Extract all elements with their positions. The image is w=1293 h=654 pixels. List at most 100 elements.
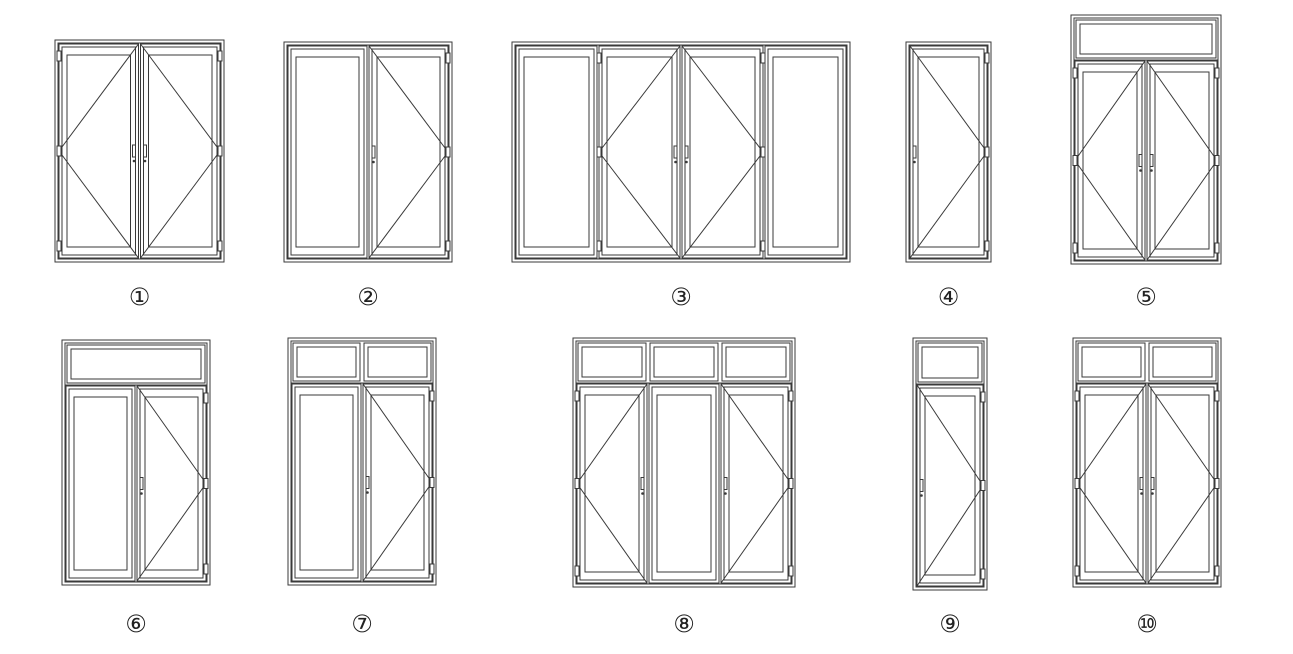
- outer-frame: [912, 337, 988, 591]
- hinge-icon: [1214, 390, 1220, 402]
- sash-inner: [68, 388, 133, 579]
- sash-fixed: [287, 45, 368, 259]
- sash-frame: [515, 45, 598, 259]
- hinge-icon: [203, 478, 209, 489]
- outer-frame: [287, 337, 437, 586]
- sash-frame: [287, 45, 368, 259]
- sash-inner: [290, 48, 365, 256]
- sash-open-left: [574, 383, 648, 584]
- handle-icon: [371, 145, 376, 159]
- sash-inner: [723, 386, 789, 581]
- opening-line: [1146, 60, 1218, 161]
- glass-panel: [523, 56, 590, 248]
- sash-inner: [1077, 63, 1143, 258]
- keyhole-icon: [685, 160, 688, 164]
- window-10: [1072, 337, 1222, 588]
- glass-panel: [1155, 394, 1210, 573]
- window-number-label: ⑥: [125, 610, 147, 638]
- hinge-icon: [203, 392, 209, 404]
- hinge-icon: [56, 240, 62, 252]
- inner-frame: [1073, 17, 1219, 262]
- hinge-icon: [788, 478, 794, 489]
- glass-panel: [1082, 71, 1138, 250]
- outer-frame: [1070, 14, 1222, 265]
- hinge-icon: [760, 52, 766, 64]
- transom-glass: [296, 346, 357, 378]
- outer-frame: [905, 41, 992, 263]
- keyhole-icon: [372, 160, 375, 164]
- hinge-icon: [596, 52, 602, 64]
- sash-open-right: [368, 45, 451, 259]
- window-1: [54, 39, 225, 263]
- transom-pane: [577, 342, 647, 382]
- sash-frame: [58, 43, 139, 259]
- opening-line: [1147, 483, 1218, 584]
- glass-panel: [656, 394, 712, 573]
- opening-line: [598, 45, 681, 153]
- sash-inner: [1149, 63, 1215, 258]
- outer-frame: [572, 337, 796, 588]
- sash-frame: [291, 383, 362, 582]
- handle-icon: [640, 477, 645, 490]
- sash-open-right: [140, 43, 223, 259]
- outer-frame: [283, 41, 453, 263]
- handle-icon: [1149, 154, 1154, 167]
- hinge-icon: [445, 52, 451, 64]
- sash-open-right: [720, 383, 794, 584]
- glass-panel: [584, 394, 640, 573]
- transom-pane: [1077, 342, 1146, 382]
- hinge-icon: [429, 390, 435, 402]
- hinge-icon: [980, 391, 986, 403]
- sash-frame: [136, 385, 207, 582]
- sash-frame: [916, 384, 984, 587]
- inner-frame: [514, 44, 848, 260]
- sash-inner: [365, 386, 430, 579]
- transom-glass: [70, 348, 202, 380]
- transom-pane: [1148, 342, 1217, 382]
- transom-glass: [653, 346, 715, 378]
- opening-line: [140, 150, 221, 259]
- glass-panel: [144, 396, 199, 571]
- hinge-icon: [574, 478, 580, 489]
- sash-fixed: [648, 383, 720, 584]
- window-2: [283, 41, 453, 263]
- glass-panel: [73, 396, 128, 571]
- opening-line: [136, 385, 207, 484]
- sash-inner: [651, 386, 717, 581]
- inner-frame: [915, 340, 985, 588]
- transom-pane: [363, 342, 432, 382]
- handle-icon: [919, 479, 924, 492]
- keyhole-icon: [143, 159, 147, 163]
- glass-panel: [66, 54, 131, 248]
- handle-icon: [139, 477, 144, 490]
- window-number-label: ②: [357, 283, 379, 311]
- opening-line: [368, 45, 449, 153]
- hinge-icon: [1214, 242, 1220, 254]
- opening-line: [598, 151, 681, 259]
- sash-open-right: [681, 45, 766, 259]
- glass-panel: [299, 394, 354, 571]
- opening-line: [1147, 383, 1218, 484]
- window-5: [1070, 14, 1222, 265]
- opening-line: [140, 43, 221, 152]
- keyhole-icon: [724, 492, 727, 495]
- handle-icon: [912, 145, 917, 159]
- inner-frame: [286, 44, 450, 260]
- handle-icon: [365, 476, 370, 489]
- sash-frame: [368, 45, 449, 259]
- opening-line: [1074, 160, 1146, 261]
- hinge-icon: [1074, 390, 1080, 402]
- opening-line: [720, 483, 792, 584]
- keyhole-icon: [913, 160, 916, 164]
- hinge-icon: [984, 146, 990, 158]
- opening-line: [362, 383, 433, 483]
- hinge-icon: [788, 390, 794, 402]
- handle-icon: [1139, 477, 1144, 490]
- opening-line: [368, 151, 449, 259]
- handle-icon: [684, 145, 689, 159]
- opening-line: [909, 151, 988, 259]
- sash-frame: [720, 383, 792, 584]
- opening-line: [136, 483, 207, 582]
- hinge-icon: [1074, 478, 1080, 489]
